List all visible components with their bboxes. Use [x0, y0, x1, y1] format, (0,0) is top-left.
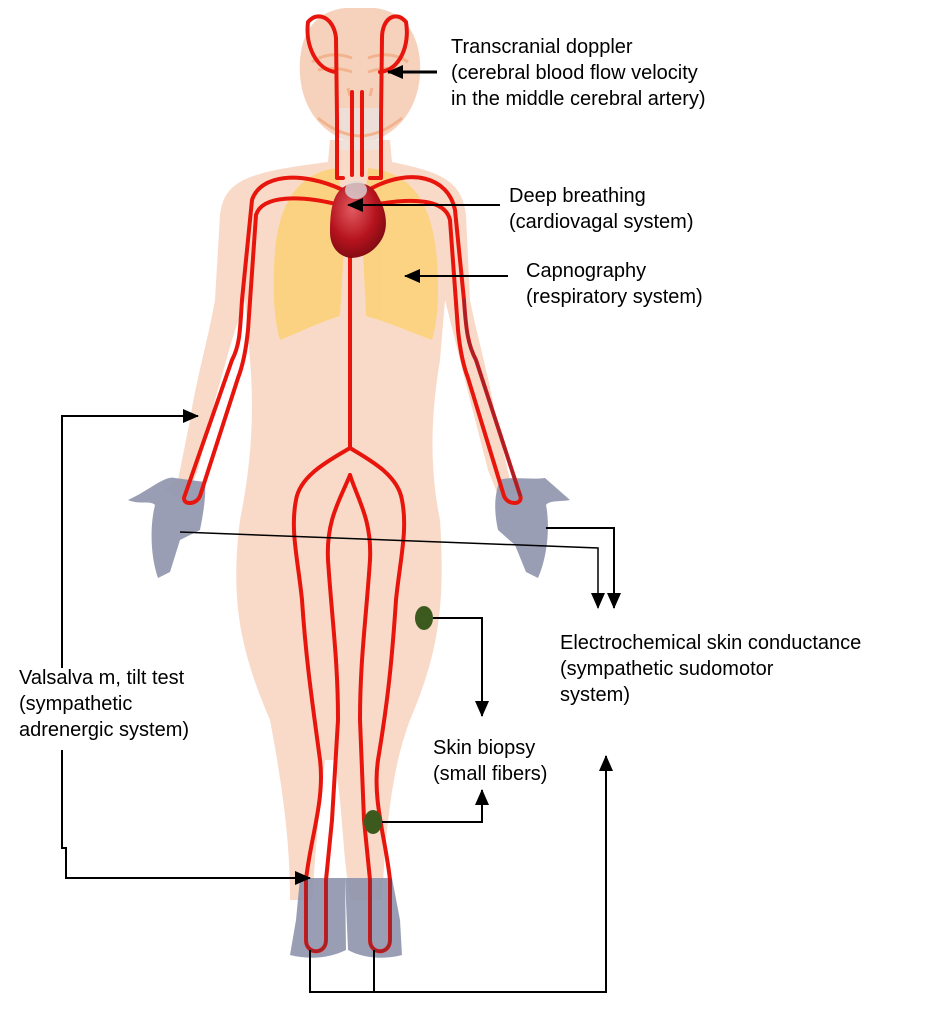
label-line: Valsalva m, tilt test [19, 665, 189, 691]
label-line: (sympathetic sudomotor [560, 656, 861, 682]
label-line: Skin biopsy [433, 735, 547, 761]
label-electrochemical: Electrochemical skin conductance (sympat… [560, 630, 861, 708]
line-hands-2 [546, 528, 614, 608]
label-line: in the middle cerebral artery) [451, 86, 706, 112]
label-line: (sympathetic [19, 691, 189, 717]
arrow-biopsy-thigh [433, 618, 482, 716]
label-line: Electrochemical skin conductance [560, 630, 861, 656]
label-capnography: Capnography (respiratory system) [526, 258, 703, 310]
arrow-valsalva-leg [62, 750, 310, 878]
label-line: (respiratory system) [526, 284, 703, 310]
label-line: adrenergic system) [19, 717, 189, 743]
label-skin-biopsy: Skin biopsy (small fibers) [433, 735, 547, 787]
label-line: system) [560, 682, 861, 708]
label-line: Capnography [526, 258, 703, 284]
label-transcranial: Transcranial doppler (cerebral blood flo… [451, 34, 706, 112]
label-line: Deep breathing [509, 183, 694, 209]
label-valsalva: Valsalva m, tilt test (sympathetic adren… [19, 665, 189, 743]
thigh-electrode [415, 606, 433, 630]
arrow-biopsy-ankle [382, 790, 482, 822]
label-line: (small fibers) [433, 761, 547, 787]
ankle-electrode [364, 810, 382, 834]
label-line: (cerebral blood flow velocity [451, 60, 706, 86]
label-line: (cardiovagal system) [509, 209, 694, 235]
left-hand [128, 478, 205, 578]
label-deep-breathing: Deep breathing (cardiovagal system) [509, 183, 694, 235]
label-line: Transcranial doppler [451, 34, 706, 60]
